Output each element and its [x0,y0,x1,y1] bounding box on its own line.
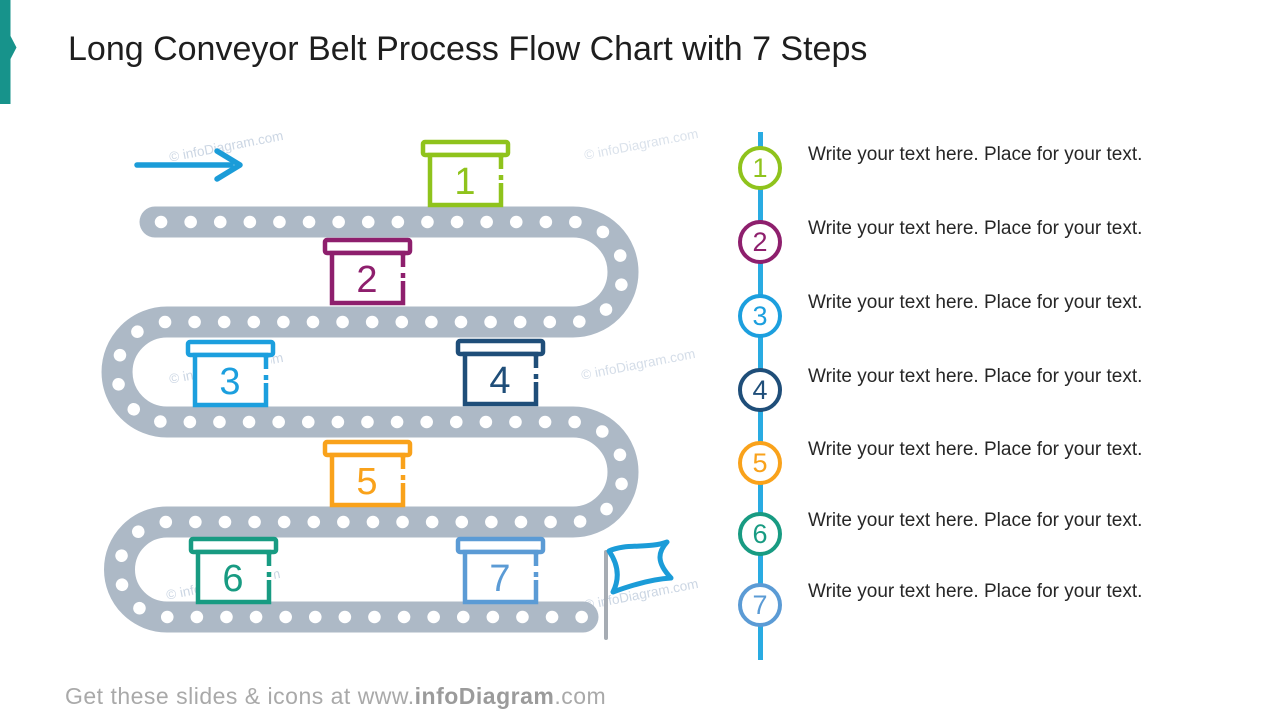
start-arrow-icon [134,148,243,182]
step-badge-number: 4 [752,374,768,405]
box-body [462,351,539,407]
step-badge-number: 6 [752,518,768,549]
step-label-4: Write your text here. Place for your tex… [808,366,1143,387]
step-label-3: Write your text here. Place for your tex… [808,292,1143,313]
box-flap-gap [261,358,271,383]
step-badge-6: 6 [738,512,782,556]
corner-accent-shape [0,0,17,104]
conveyor-box-3: 3 [185,339,276,408]
step-badge-number: 1 [752,152,768,183]
conveyor-box-7: 7 [455,536,546,605]
box-number: 3 [219,361,240,403]
footer-suffix: .com [554,683,607,709]
step-badge-number: 2 [752,226,768,257]
box-body [195,549,272,605]
box-flap-gap [496,158,506,183]
box-number: 2 [356,259,377,301]
box-number: 7 [489,558,510,600]
step-badge-1: 1 [738,146,782,190]
step-badge-5: 5 [738,441,782,485]
conveyor-diagram: 1 2 3 4 [101,139,674,640]
conveyor-box-6: 6 [188,536,279,605]
step-label-2: Write your text here. Place for your tex… [808,218,1143,239]
box-body [462,549,539,605]
footer-brand: infoDiagram [414,683,555,709]
box-number: 5 [356,461,377,503]
conveyor-box-2: 2 [322,237,413,306]
box-flap-gap [531,357,541,382]
page-title: Long Conveyor Belt Process Flow Chart wi… [68,30,868,68]
box-flap-gap [398,458,408,483]
step-badge-2: 2 [738,220,782,264]
conveyor-box-1: 1 [420,139,511,208]
box-number: 4 [489,360,510,402]
box-flap-gap [264,555,274,580]
step-badge-number: 5 [752,447,768,478]
step-badge-7: 7 [738,583,782,627]
finish-flag-icon [606,539,674,595]
conveyor-box-4: 4 [455,338,546,407]
corner-accent-icon [0,0,17,104]
step-label-5: Write your text here. Place for your tex… [808,439,1143,460]
step-label-1: Write your text here. Place for your tex… [808,144,1143,165]
conveyor-belt [101,206,639,633]
step-badge-number: 7 [752,589,768,620]
footer-prefix: Get these slides & icons at www. [65,683,415,709]
step-label-6: Write your text here. Place for your tex… [808,510,1143,531]
box-flap-gap [531,555,541,580]
box-number: 1 [454,161,475,203]
step-label-7: Write your text here. Place for your tex… [808,581,1143,602]
step-badge-4: 4 [738,368,782,412]
step-badge-3: 3 [738,294,782,338]
step-badge-number: 3 [752,300,768,331]
box-number: 6 [222,558,243,600]
conveyor-box-5: 5 [322,439,413,508]
box-flap-gap [398,256,408,281]
footer-credit: Get these slides & icons at www.infoDiag… [65,683,606,710]
